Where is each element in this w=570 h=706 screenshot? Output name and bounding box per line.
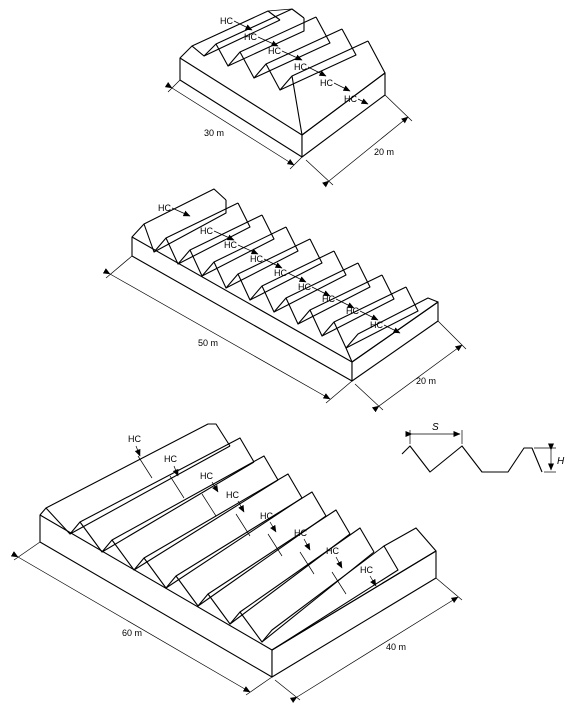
height-label: H [557,456,565,467]
width-label: 50 m [198,338,218,348]
width-label: 30 m [204,128,224,138]
diagram-c-roof-60x40: HC HC HC HC HC HC HC HC 60 m 40 m [10,423,463,703]
diagram-b-roof-50x20: HC HC HC HC HC HC HC HC HC 50 m 20 m [102,188,467,413]
hc-label: HC [322,294,335,304]
diagram-a-front-face [179,57,303,158]
diagram-b-width-dimension: 50 m [102,255,353,404]
diagram-c-width-dimension: 60 m [10,541,273,696]
hc-label: HC [260,511,273,521]
hc-label: HC [320,78,333,88]
hc-label: HC [244,32,257,42]
hc-label: HC [200,226,213,236]
hc-label: HC [326,546,339,556]
hc-label: HC [360,565,373,575]
hc-label: HC [226,490,239,500]
hc-label: HC [294,62,307,72]
diagram-a-ridges [179,8,386,136]
hc-label: HC [274,268,287,278]
hc-label: HC [200,471,213,481]
sawtooth-profile-detail: S H [401,422,565,473]
hc-label: HC [128,434,141,444]
hc-label: HC [294,528,307,538]
depth-label: 40 m [386,642,406,652]
hc-label: HC [344,94,357,104]
hc-label: HC [370,320,383,330]
spacing-label: S [432,422,439,433]
profile-line [401,445,543,473]
diagram-a-roof-30x20: HC HC HC HC HC HC 30 m 20 m [164,8,413,188]
diagram-b-depth-dimension: 20 m [354,320,467,413]
hc-label: HC [220,16,233,26]
hc-label: HC [346,306,359,316]
hc-label: HC [224,240,237,250]
width-label: 60 m [122,628,142,638]
diagram-a-depth-dimension: 20 m [305,94,413,188]
diagram-a-width-dimension: 30 m [164,79,303,170]
depth-label: 20 m [416,376,436,386]
depth-label: 20 m [374,147,394,157]
diagram-c-ridges [39,423,437,651]
diagram-c-front-face [39,514,273,678]
hc-label: HC [158,203,171,213]
diagram-c-depth-dimension: 40 m [274,577,463,703]
diagram-a-side-face [301,72,386,158]
hc-label: HC [164,454,177,464]
hc-label: HC [298,282,311,292]
hc-label: HC [268,46,281,56]
hc-label: HC [250,254,263,264]
